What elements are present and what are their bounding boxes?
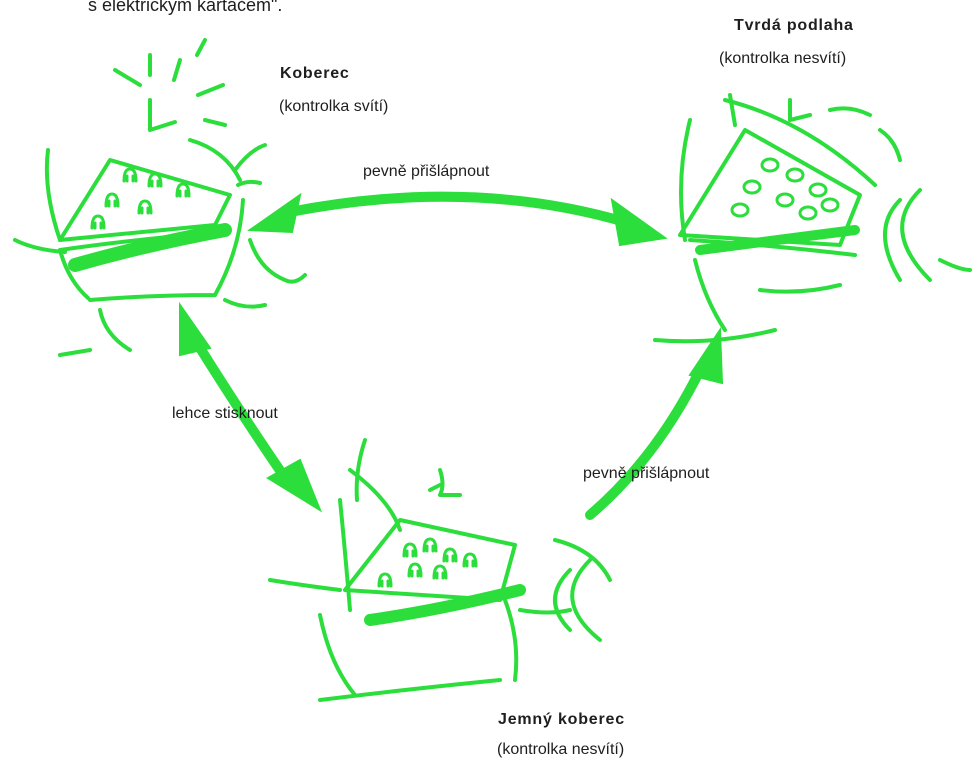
transition-label-soft-carpet-hard-floor: pevně přišlápnout	[583, 466, 709, 482]
node-title-soft-carpet: Jemný koberec	[498, 712, 625, 728]
transition-label-carpet-soft-carpet: lehce stisknout	[172, 406, 278, 422]
node-status-hard-floor: (kontrolka nesvítí)	[719, 51, 846, 67]
soft-carpet-nozzle-sketch	[270, 440, 610, 700]
node-title-carpet: Koberec	[280, 66, 350, 82]
carpet-nozzle-sketch	[15, 40, 305, 355]
intro-fragment: s elektrickým kartáčem".	[88, 0, 282, 14]
node-title-hard-floor: Tvrdá podlaha	[734, 18, 854, 34]
node-status-soft-carpet: (kontrolka nesvítí)	[497, 742, 624, 758]
hard-floor-nozzle-sketch	[655, 95, 970, 341]
arrow-carpet-hard-floor	[250, 195, 665, 245]
transition-label-carpet-hard-floor: pevně přišlápnout	[363, 164, 489, 180]
arrow-soft-carpet-hard-floor	[590, 330, 722, 515]
node-status-carpet: (kontrolka svítí)	[279, 99, 388, 115]
